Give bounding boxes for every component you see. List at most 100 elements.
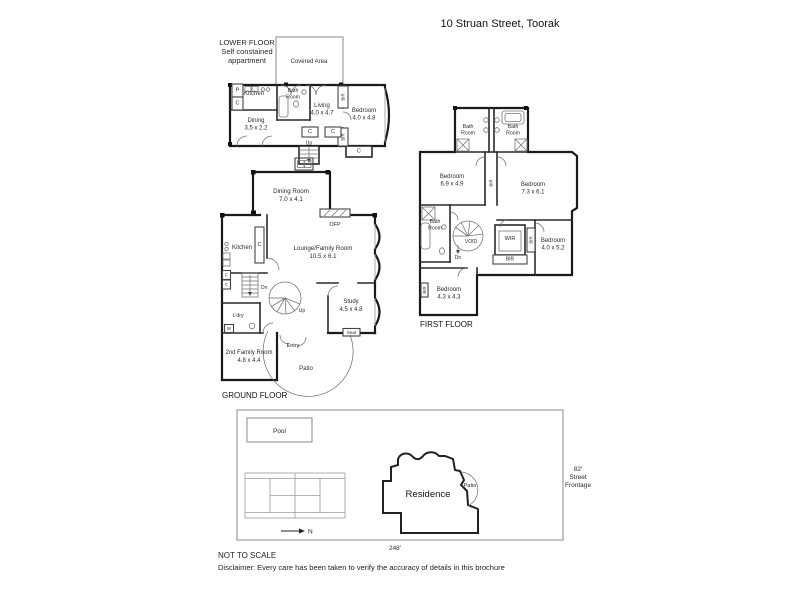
bedroom-dims: 6.9 x 4.9 bbox=[440, 182, 464, 188]
bedroom-label: Bedroom bbox=[352, 108, 376, 114]
lower-floor-plan: LOWER FLOOR Self constained appartment C… bbox=[219, 36, 391, 165]
living-cupboard: C bbox=[324, 126, 342, 138]
door-arc bbox=[457, 267, 468, 278]
residence-outline bbox=[382, 451, 479, 534]
wall-post bbox=[284, 82, 288, 87]
living-dims: 4.0 x 4.7 bbox=[310, 111, 334, 117]
bedroom-dims: 4.0 x 5.2 bbox=[541, 246, 565, 252]
lounge-label: Lounge/Family Room bbox=[294, 245, 353, 252]
door-arc bbox=[236, 135, 248, 147]
dn-label: Dn bbox=[455, 255, 462, 261]
bedroom-label: Bedroom bbox=[440, 174, 464, 180]
void-label: VOID bbox=[465, 239, 478, 245]
cupboard-label: C bbox=[308, 129, 312, 135]
laundry: L'dry W bbox=[223, 313, 256, 334]
bir-label: BIR bbox=[422, 286, 427, 293]
dining-room: Dining Room 7.0 x 4.1 bbox=[251, 170, 332, 217]
door-arc bbox=[475, 156, 486, 167]
page-title: 10 Struan Street, Toorak bbox=[440, 18, 560, 30]
study-dims: 4.5 x 4.8 bbox=[339, 307, 363, 313]
bedroom-dims: 4.3 x 4.3 bbox=[437, 295, 461, 301]
closet-label: C bbox=[357, 149, 361, 155]
living-cupboard: C bbox=[301, 126, 319, 138]
bathtub bbox=[501, 110, 525, 125]
fridge-label: F bbox=[225, 273, 228, 278]
entry-label: Entry bbox=[287, 343, 300, 349]
residence: Residence Patio bbox=[382, 451, 479, 534]
cupboard-label: C bbox=[331, 129, 335, 135]
wall-post bbox=[220, 213, 225, 218]
void-spiral-staircase: VOID Dn bbox=[452, 220, 484, 261]
up-label: Up bbox=[299, 308, 306, 314]
kitchen-label: Kitchen bbox=[232, 245, 252, 251]
ground-floor-plan: Dining Room 7.0 x 4.1 OFP bbox=[220, 157, 381, 400]
door-arc bbox=[499, 219, 508, 228]
seat-label: Seat bbox=[347, 330, 357, 335]
shower bbox=[514, 138, 528, 152]
dn-label: Dn bbox=[261, 285, 268, 291]
north-label: N bbox=[308, 529, 313, 536]
window-seat: Seat bbox=[342, 327, 361, 337]
bath-room-label: Room bbox=[428, 226, 442, 232]
door-arc bbox=[534, 222, 545, 233]
wall-post bbox=[372, 213, 377, 218]
covered-area-label: Covered Area bbox=[291, 59, 328, 65]
lower-floor-heading-line1: LOWER FLOOR bbox=[219, 38, 275, 47]
washer-label: W bbox=[227, 326, 232, 331]
door-arc bbox=[290, 84, 302, 96]
site-plan: Pool N Residence Patio 82' Street Fronta… bbox=[236, 409, 591, 552]
cupboard: C bbox=[221, 279, 232, 290]
lounge-dims: 10.5 x 6.1 bbox=[309, 253, 337, 260]
lower-floor-heading-line3: appartment bbox=[228, 56, 267, 65]
kitchen-cupboard: C bbox=[254, 226, 265, 264]
first-floor-outline bbox=[418, 106, 579, 317]
entry-door-arc bbox=[296, 336, 307, 347]
covered-area: Covered Area bbox=[275, 36, 344, 86]
shower bbox=[456, 138, 470, 152]
door-arc bbox=[449, 211, 459, 221]
cupboard: C bbox=[231, 96, 244, 111]
bathroom-fixtures bbox=[420, 206, 447, 255]
door-arc bbox=[266, 257, 280, 271]
bedroom-label: Bedroom bbox=[521, 182, 545, 188]
cupboard-label: C bbox=[258, 242, 262, 248]
open-fireplace: OFP bbox=[319, 208, 351, 228]
frontage-feet: 82' bbox=[574, 466, 582, 473]
bath-room-label: Bath bbox=[508, 124, 519, 130]
frontage-word1: Street bbox=[569, 474, 587, 481]
chimney bbox=[294, 157, 314, 171]
stair-arrow bbox=[307, 159, 311, 163]
kitchen-label: Kitchen bbox=[244, 91, 264, 97]
study-label: Study bbox=[343, 299, 358, 305]
entry-door-arc bbox=[279, 334, 290, 345]
outer-wall-right-bays bbox=[373, 213, 381, 335]
dining-room-dims: 7.0 x 4.1 bbox=[279, 196, 303, 203]
patio-label: Patio bbox=[464, 483, 477, 489]
stairs-down: Dn bbox=[241, 272, 268, 298]
fridge: F bbox=[221, 269, 232, 281]
built-in-robe: BIR bbox=[492, 254, 528, 265]
bath-room-label: Room bbox=[461, 131, 475, 137]
kitchen-bench bbox=[244, 86, 271, 92]
bath-room-label: Room bbox=[286, 95, 300, 101]
built-in-robe: BIR bbox=[420, 282, 429, 298]
door-arc bbox=[262, 322, 274, 334]
family2-label: 2nd Family Room bbox=[225, 350, 272, 356]
bathrooms-top: Bath Room Bath Room bbox=[454, 107, 529, 153]
door-arc bbox=[496, 156, 507, 167]
built-in-robe: BIR bbox=[484, 151, 498, 206]
wall-post bbox=[453, 106, 457, 110]
bath-room-label: Bath bbox=[288, 88, 299, 94]
pantry-label: P bbox=[236, 88, 240, 94]
bedroom-closet: C bbox=[345, 145, 373, 158]
bir-label: BIR bbox=[506, 257, 515, 263]
not-to-scale-note: NOT TO SCALE bbox=[218, 551, 277, 560]
door-arc bbox=[327, 285, 339, 297]
street-frontage-dimension: 82' Street Frontage bbox=[565, 466, 591, 489]
bath-room-label: Bath bbox=[430, 219, 441, 225]
bathroom-fixtures bbox=[278, 89, 307, 118]
bir-label: BIR bbox=[489, 179, 494, 186]
ofp-label: OFP bbox=[329, 222, 341, 228]
patio-label: Patio bbox=[299, 366, 313, 372]
